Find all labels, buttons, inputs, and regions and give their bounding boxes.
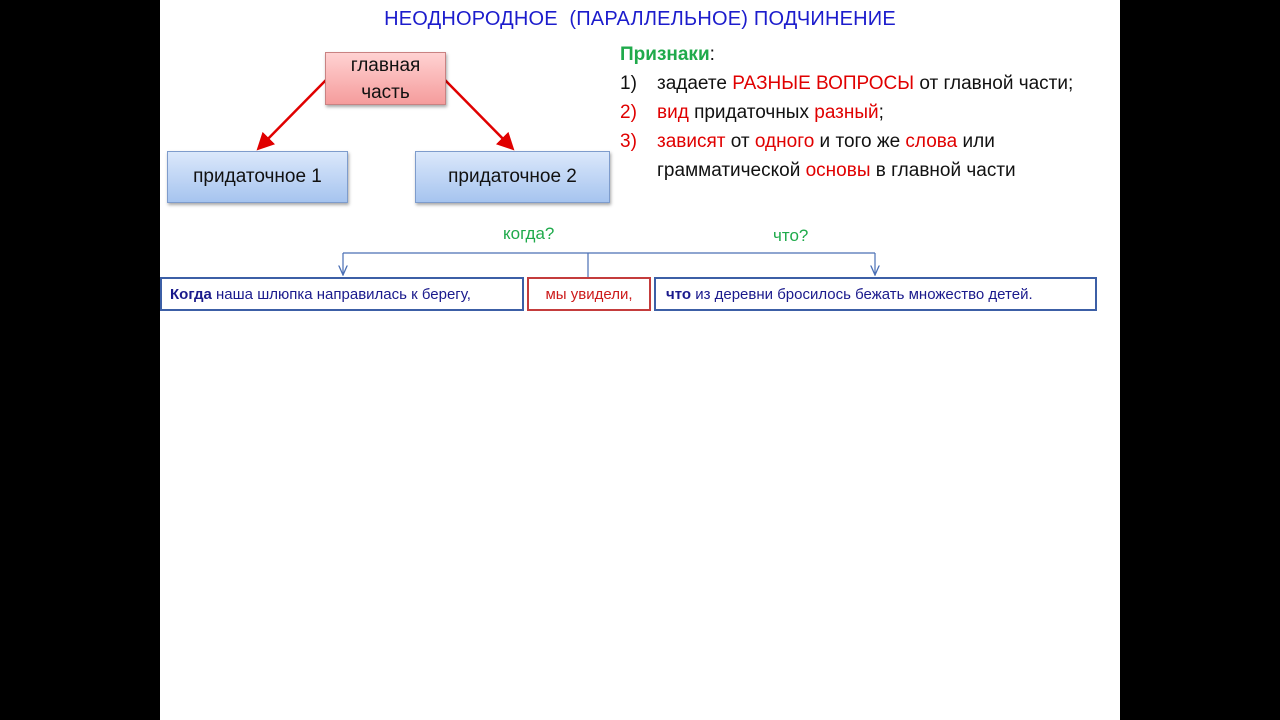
arrow-to-sub1: [256, 79, 327, 151]
feature-2-part: ;: [878, 102, 884, 123]
feature-1-part: от главной части;: [914, 73, 1074, 94]
clause-1-text: наша шлюпка направилась к берегу,: [211, 285, 471, 303]
features-heading: Признаки:: [620, 40, 1120, 69]
feature-text-3: зависят от одного и того же слова или гр…: [657, 127, 1016, 185]
question-when: когда?: [503, 224, 555, 243]
clause-2-text: из деревни бросилось бежать множество де…: [691, 285, 1033, 303]
feature-number-1: 1): [620, 73, 637, 94]
feature-item-3: 3) зависят от одного и того же слова или…: [620, 127, 1120, 185]
feature-3-part: от: [725, 131, 755, 152]
feature-number-3: 3): [620, 131, 637, 152]
feature-2-part: придаточных: [688, 102, 815, 123]
subordinate-label-1: придаточное 1: [193, 166, 322, 187]
features-heading-text: Признаки: [620, 44, 710, 65]
feature-3-highlight: зависят: [657, 131, 726, 152]
feature-1-highlight: РАЗНЫЕ ВОПРОСЫ: [732, 73, 915, 94]
sentence-main-clause: мы увидели,: [527, 277, 651, 311]
feature-3-part: и того же: [814, 131, 906, 152]
feature-text-2: вид придаточных разный;: [657, 98, 884, 127]
main-clause-box: главная часть: [325, 52, 446, 105]
sentence-clause-1: Когда наша шлюпка направилась к берегу,: [160, 277, 524, 311]
slide-title: НЕОДНОРОДНОЕ (ПАРАЛЛЕЛЬНОЕ) ПОДЧИНЕНИЕ: [384, 8, 896, 30]
feature-3-highlight: слова: [905, 131, 958, 152]
subordinate-label-2: придаточное 2: [448, 166, 577, 187]
main-clause-text: мы увидели,: [545, 285, 633, 303]
feature-3-part: грамматической: [657, 160, 806, 181]
sentence-clause-2: что из деревни бросилось бежать множеств…: [654, 277, 1097, 311]
main-clause-label-line1: главная: [350, 54, 421, 76]
question-what: что?: [773, 226, 809, 245]
subordinate-box-2: придаточное 2: [415, 151, 610, 203]
slide: НЕОДНОРОДНОЕ (ПАРАЛЛЕЛЬНОЕ) ПОДЧИНЕНИЕ г…: [160, 0, 1120, 720]
arrow-to-sub2: [444, 79, 515, 151]
feature-number-2: 2): [620, 102, 637, 123]
feature-3-highlight: основы: [805, 160, 871, 181]
clause-2-conjunction: что: [666, 285, 692, 303]
feature-3-part: или: [957, 131, 995, 152]
feature-2-highlight: разный: [814, 102, 879, 123]
feature-2-highlight: вид: [657, 102, 689, 123]
feature-1-part: задаете: [657, 73, 733, 94]
feature-text-1: задаете РАЗНЫЕ ВОПРОСЫ от главной части;: [657, 69, 1073, 98]
feature-item-1: 1) задаете РАЗНЫЕ ВОПРОСЫ от главной час…: [620, 69, 1120, 98]
subordinate-box-1: придаточное 1: [167, 151, 348, 203]
feature-3-highlight: одного: [754, 131, 815, 152]
features-block: Признаки: 1) задаете РАЗНЫЕ ВОПРОСЫ от г…: [620, 40, 1120, 185]
feature-3-part: в главной части: [870, 160, 1016, 181]
clause-1-conjunction: Когда: [170, 285, 212, 303]
features-heading-colon: :: [709, 44, 715, 65]
connector-layer: [256, 79, 1120, 277]
main-clause-label-line2: часть: [361, 81, 410, 103]
feature-item-2: 2) вид придаточных разный;: [620, 98, 1120, 127]
